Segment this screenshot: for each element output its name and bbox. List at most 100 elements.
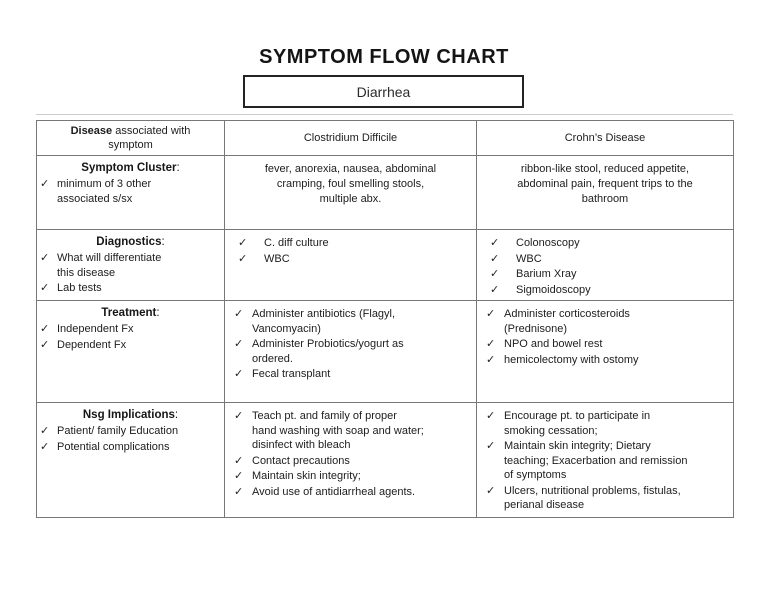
checkmark-icon: ✓ xyxy=(486,410,496,422)
list-item-text: Independent Fx xyxy=(57,323,134,335)
category-title-colon: : xyxy=(174,409,179,421)
list-item: ✓ Colonoscopy xyxy=(489,236,729,251)
list-item: ✓Lab tests xyxy=(39,281,222,296)
list-item-text: Dependent Fx xyxy=(57,338,127,351)
list-item: ✓Independent Fx xyxy=(39,322,222,337)
table-row-diagnostics: Diagnostics: ✓What will differentiate th… xyxy=(36,229,734,301)
list-item-text: Administer antibiotics (Flagyl, Vancomya… xyxy=(252,308,396,335)
checkmark-icon: ✓ xyxy=(40,338,50,351)
category-title: Symptom Cluster: xyxy=(37,156,224,176)
table-row-nsg-implications: Nsg Implications: ✓Patient/ family Educa… xyxy=(36,402,734,518)
list-item-text: Potential complications xyxy=(57,440,170,453)
list-item: ✓ minimum of 3 other associated s/sx xyxy=(39,177,222,206)
cell-diagnostics-crohns: ✓ Colonoscopy ✓ WBC ✓ Barium Xray ✓ Sigmoido… xyxy=(476,229,734,301)
list-item-text: Administer Probiotics/yogurt as ordered. xyxy=(252,338,404,365)
checkmark-icon: ✓ xyxy=(40,178,50,190)
list-item-text: Contact precautions xyxy=(252,454,350,467)
category-title: Nsg Implications: xyxy=(37,403,224,423)
list-item-text: Avoid use of antidiarrheal agents. xyxy=(252,485,416,498)
checkmark-icon: ✓ xyxy=(490,252,500,265)
list-item: ✓Administer corticosteroids (Prednisone) xyxy=(485,307,729,336)
list-item: ✓WBC xyxy=(237,252,472,267)
list-item-text: Sigmoidoscopy xyxy=(516,283,591,296)
list-item: ✓ WBC xyxy=(489,252,729,267)
crohns-checklist: ✓ Encourage pt. to participate in smoking… xyxy=(477,404,733,513)
list-item-text: Maintain skin integrity; xyxy=(252,470,361,482)
checkmark-icon: ✓ xyxy=(490,237,500,249)
list-item: ✓ Ulcers, nutritional problems, fistulas,… xyxy=(485,484,729,513)
checkmark-icon: ✓ xyxy=(234,368,244,380)
cell-symptom-cluster-crohns: ribbon-like stool, reduced appetite, abd… xyxy=(476,155,734,230)
symptom-box: Diarrhea xyxy=(243,75,524,108)
cell-nsg-crohns: ✓ Encourage pt. to participate in smoking… xyxy=(476,402,734,518)
list-item: ✓NPO and bowel rest xyxy=(485,337,729,352)
list-item-text: Encourage pt. to participate in smoking … xyxy=(504,410,651,437)
checkmark-icon: ✓ xyxy=(490,283,500,296)
symptom-box-label: Diarrhea xyxy=(356,83,411,100)
checkmark-icon: ✓ xyxy=(40,440,50,453)
list-item: ✓ Potential complications xyxy=(39,440,222,455)
crohns-checklist: ✓Administer corticosteroids (Prednisone)… xyxy=(477,302,733,367)
list-item-text: minimum of 3 other associated s/sx xyxy=(57,178,152,205)
checkmark-icon: ✓ xyxy=(40,252,50,264)
list-item: ✓ Encourage pt. to participate in smoking… xyxy=(485,409,729,438)
table-header-row: Disease associated with symptom Clostrid… xyxy=(36,120,734,156)
list-item-text: Colonoscopy xyxy=(516,237,580,249)
category-title-colon: : xyxy=(176,162,180,174)
checkmark-icon: ✓ xyxy=(486,338,496,350)
category-title-text: Treatment xyxy=(101,307,157,319)
category-checklist: ✓Patient/ family Education ✓Potential co… xyxy=(37,424,224,454)
col-header-disease: Disease associated with symptom xyxy=(36,120,225,156)
list-item-text: Barium Xray xyxy=(516,268,577,280)
cdiff-checklist: ✓C. diff culture ✓WBC xyxy=(225,231,476,266)
category-title-text: Diagnostics xyxy=(96,236,162,248)
checkmark-icon: ✓ xyxy=(486,440,496,452)
list-item-text: Fecal transplant xyxy=(252,368,331,380)
checkmark-icon: ✓ xyxy=(238,237,248,249)
cell-treatment-label: Treatment: ✓Independent Fx ✓ Dependent Fx xyxy=(36,300,225,403)
list-item: ✓ Sigmoidoscopy xyxy=(489,283,729,298)
page-title: SYMPTOM FLOW CHART xyxy=(259,46,509,68)
list-item: ✓Administer antibiotics (Flagyl, Vancomy… xyxy=(233,307,472,336)
category-title-colon: : xyxy=(156,307,160,319)
checkmark-icon: ✓ xyxy=(40,425,50,437)
checkmark-icon: ✓ xyxy=(486,353,496,366)
category-title: Diagnostics: xyxy=(37,230,224,250)
cell-treatment-crohns: ✓Administer corticosteroids (Prednisone)… xyxy=(476,300,734,403)
checkmark-icon: ✓ xyxy=(490,268,500,280)
checkmark-icon: ✓ xyxy=(486,484,496,497)
checkmark-icon: ✓ xyxy=(486,308,496,320)
symptom-flow-table: Disease associated with symptom Clostrid… xyxy=(36,120,734,518)
list-item: ✓ hemicolectomy with ostomy xyxy=(485,353,729,368)
checkmark-icon: ✓ xyxy=(40,282,50,294)
cell-diagnostics-label: Diagnostics: ✓What will differentiate th… xyxy=(36,229,225,301)
list-item: ✓Avoid use of antidiarrheal agents. xyxy=(233,485,472,500)
list-item: ✓ Dependent Fx xyxy=(39,338,222,353)
cell-symptom-cluster-cdiff: fever, anorexia, nausea, abdominal cramp… xyxy=(224,155,477,230)
list-item-text: hemicolectomy with ostomy xyxy=(504,353,639,366)
list-item: ✓Teach pt. and family of proper hand was… xyxy=(233,409,472,453)
cell-nsg-label: Nsg Implications: ✓Patient/ family Educa… xyxy=(36,402,225,518)
symptom-paragraph: ribbon-like stool, reduced appetite, abd… xyxy=(517,163,693,205)
cell-nsg-cdiff: ✓Teach pt. and family of proper hand was… xyxy=(224,402,477,518)
list-item: ✓ Administer Probiotics/yogurt as ordered… xyxy=(233,337,472,366)
list-item: ✓ Maintain skin integrity; xyxy=(233,469,472,484)
col-header-disease-bold: Disease xyxy=(70,125,113,137)
list-item: ✓ Maintain skin integrity; Dietary teachi… xyxy=(485,439,729,483)
symptom-paragraph: fever, anorexia, nausea, abdominal cramp… xyxy=(264,163,437,205)
category-checklist: ✓ minimum of 3 other associated s/sx xyxy=(37,177,224,206)
list-item: ✓ Fecal transplant xyxy=(233,367,472,382)
col-header-cdiff: Clostridium Difficile xyxy=(224,120,477,156)
checkmark-icon: ✓ xyxy=(234,470,244,482)
checkmark-icon: ✓ xyxy=(234,338,244,350)
table-row-symptom-cluster: Symptom Cluster: ✓ minimum of 3 other ass… xyxy=(36,155,734,230)
category-title-text: Symptom Cluster xyxy=(81,162,177,174)
category-title: Treatment: xyxy=(37,301,224,321)
category-title-colon: : xyxy=(161,236,165,248)
list-item-text: Ulcers, nutritional problems, fistulas, … xyxy=(504,484,681,512)
list-item-text: WBC xyxy=(516,252,542,265)
list-item: ✓What will differentiate this disease xyxy=(39,251,222,280)
list-item-text: Maintain skin integrity; Dietary teachin… xyxy=(504,440,688,481)
crohns-checklist: ✓ Colonoscopy ✓ WBC ✓ Barium Xray ✓ Sigmoido… xyxy=(477,231,733,297)
col-header-disease-rest: associated with symptom xyxy=(108,125,191,151)
